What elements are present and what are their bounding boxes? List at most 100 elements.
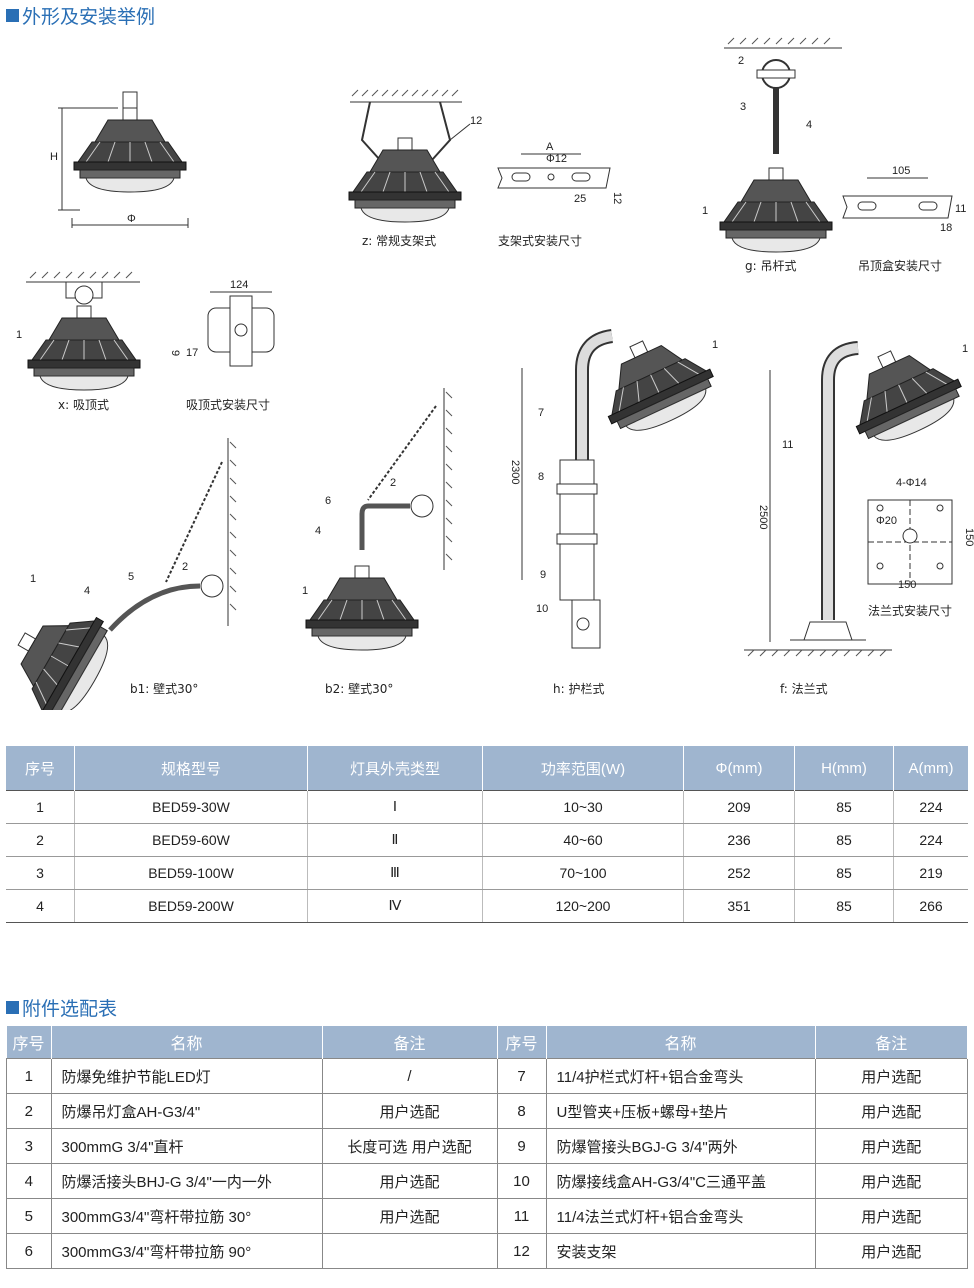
cell-name: 防爆活接头BHJ-G 3/4"一内一外 — [50, 1163, 323, 1199]
cell-phi: 351 — [683, 889, 795, 923]
h-part-10: 10 — [536, 603, 548, 615]
cell-power: 120~200 — [482, 889, 684, 923]
z-caption: z: 常规支架式 — [362, 233, 436, 248]
table-row: 2 BED59-60W Ⅱ 40~60 236 85 224 — [6, 823, 968, 857]
cell-name: 防爆接线盒AH-G3/4"C三通平盖 — [545, 1163, 816, 1199]
section-title-appearance: 外形及安装举例 — [6, 2, 155, 29]
cell-note: 用户选配 — [814, 1058, 968, 1094]
accessory-table-header: 序号 名称 备注 序号 名称 备注 — [6, 1026, 968, 1059]
box-dim-105: 105 — [892, 165, 910, 177]
cell-note: 用户选配 — [814, 1128, 968, 1164]
box-size-drawing: 105 11 18 吊顶盒安装尺寸 — [842, 165, 966, 273]
cell-h: 85 — [794, 856, 894, 890]
cell-model: BED59-60W — [74, 823, 308, 857]
cell-power: 70~100 — [482, 856, 684, 890]
cell-name: 300mmG 3/4"直杆 — [50, 1128, 323, 1164]
cell-no: 6 — [6, 1233, 52, 1269]
cell-name: 防爆吊灯盒AH-G3/4" — [50, 1093, 323, 1129]
box-dim-11: 11 — [955, 203, 966, 215]
f-part-1: 1 — [962, 343, 968, 355]
cell-note: 用户选配 — [814, 1093, 968, 1129]
cell-no: 9 — [496, 1128, 547, 1164]
section-title-text: 附件选配表 — [22, 999, 118, 1020]
table-row: 3 BED59-100W Ⅲ 70~100 252 85 219 — [6, 856, 968, 890]
ceiling-size-drawing: 124 9 17 吸顶式安装尺寸 — [169, 279, 275, 412]
col-header-h: H(mm) — [794, 746, 894, 791]
table-row: 4 防爆活接头BHJ-G 3/4"一内一外 用户选配 10 防爆接线盒AH-G3… — [6, 1163, 968, 1199]
cell-no: 2 — [6, 823, 75, 857]
col-header-no-left: 序号 — [6, 1026, 52, 1059]
cell-no: 2 — [6, 1093, 52, 1129]
h-part-7: 7 — [538, 407, 544, 419]
cell-housing: Ⅲ — [307, 856, 483, 890]
col-header-no: 序号 — [6, 746, 75, 791]
cell-name: 300mmG3/4"弯杆带拉筋 30° — [50, 1198, 323, 1234]
b2-part-6: 6 — [325, 495, 331, 507]
col-header-housing: 灯具外壳类型 — [307, 746, 483, 791]
col-header-model: 规格型号 — [74, 746, 308, 791]
cell-name: U型管夹+压板+螺母+垫片 — [545, 1093, 816, 1129]
g-part-4: 4 — [806, 119, 812, 131]
flange-dim-150-h: 150 — [898, 579, 916, 591]
spec-table-header: 序号 规格型号 灯具外壳类型 功率范围(W) Φ(mm) H(mm) A(mm) — [6, 746, 968, 791]
installation-drawings: H Φ 12 z: 常规支架式 A Φ12 25 12 支架式安装尺寸 2 3 … — [0, 37, 974, 710]
cell-power: 40~60 — [482, 823, 684, 857]
b2-caption: b2: 壁式30° — [325, 681, 393, 696]
h-part-9: 9 — [540, 569, 546, 581]
col-header-a: A(mm) — [893, 746, 968, 791]
cell-model: BED59-30W — [74, 790, 308, 824]
h-dim-2300: 2300 — [509, 460, 521, 484]
cell-no: 8 — [496, 1093, 547, 1129]
table-row: 5 300mmG3/4"弯杆带拉筋 30° 用户选配 11 11/4法兰式灯杆+… — [6, 1198, 968, 1234]
flange-size-drawing: 4-Φ14 Φ20 150 150 法兰式安装尺寸 — [867, 477, 974, 618]
section-title-text: 外形及安装举例 — [22, 7, 156, 28]
ceiling-caption: 吸顶式安装尺寸 — [186, 397, 270, 412]
z-bracket-drawing: 12 z: 常规支架式 — [348, 89, 482, 248]
table-row: 1 防爆免维护节能LED灯 / 7 11/4护栏式灯杆+铝合金弯头 用户选配 — [6, 1058, 968, 1094]
cell-note: / — [321, 1058, 498, 1094]
g-part-1: 1 — [702, 205, 708, 217]
cell-a: 219 — [893, 856, 968, 890]
cell-note: 用户选配 — [814, 1198, 968, 1234]
g-part-3: 3 — [740, 101, 746, 113]
col-header-power: 功率范围(W) — [482, 746, 684, 791]
cell-no: 4 — [6, 889, 75, 923]
bracket-dim-12: 12 — [611, 192, 623, 204]
section-marker-icon — [6, 1001, 19, 1014]
bracket-size-drawing: A Φ12 25 12 支架式安装尺寸 — [497, 141, 623, 248]
cell-name: 防爆免维护节能LED灯 — [50, 1058, 323, 1094]
g-part-2: 2 — [738, 55, 744, 67]
cell-no: 1 — [6, 790, 75, 824]
cell-no: 3 — [6, 856, 75, 890]
cell-a: 266 — [893, 889, 968, 923]
cell-no: 12 — [496, 1233, 547, 1269]
cell-model: BED59-200W — [74, 889, 308, 923]
h-guardrail-drawing: 2300 1 7 8 9 10 h: 护栏式 — [509, 319, 724, 696]
cell-h: 85 — [794, 790, 894, 824]
ceil-dim-124: 124 — [230, 279, 248, 291]
ceil-dim-17: 17 — [186, 347, 198, 359]
cell-note: 用户选配 — [321, 1163, 498, 1199]
bracket-caption: 支架式安装尺寸 — [498, 233, 582, 248]
col-header-no-right: 序号 — [497, 1026, 547, 1059]
h-caption: h: 护栏式 — [553, 681, 604, 696]
cell-phi: 209 — [683, 790, 795, 824]
table-row: 4 BED59-200W Ⅳ 120~200 351 85 266 — [6, 889, 968, 923]
box-caption: 吊顶盒安装尺寸 — [858, 258, 942, 273]
z-part-number: 12 — [470, 115, 482, 127]
table-row: 1 BED59-30W Ⅰ 10~30 209 85 224 — [6, 790, 968, 824]
h-part-8: 8 — [538, 471, 544, 483]
bracket-dim-phi12: Φ12 — [546, 153, 567, 165]
f-part-11: 11 — [782, 439, 793, 451]
bracket-dim-25: 25 — [574, 193, 586, 205]
cell-note: 长度可选 用户选配 — [321, 1128, 498, 1164]
dim-h-label: H — [50, 151, 58, 163]
cell-housing: Ⅰ — [307, 790, 483, 824]
cell-name: 11/4法兰式灯杆+铝合金弯头 — [545, 1198, 816, 1234]
col-header-name-right: 名称 — [546, 1026, 816, 1059]
cell-name: 安装支架 — [545, 1233, 816, 1269]
cell-no: 1 — [6, 1058, 52, 1094]
cell-h: 85 — [794, 823, 894, 857]
ceil-dim-9: 9 — [169, 350, 181, 356]
bracket-dim-a: A — [546, 141, 554, 153]
